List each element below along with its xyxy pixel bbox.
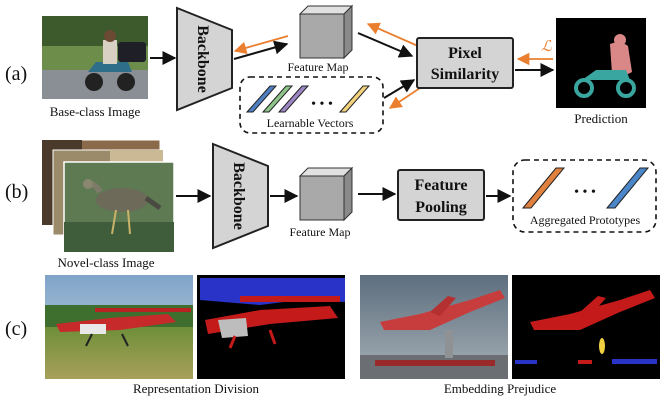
learnable-vectors-box <box>239 76 384 134</box>
vector-blue <box>245 85 278 113</box>
novel-class-image-stack <box>41 139 175 253</box>
arrow-backbone-to-featuremap-a <box>233 40 289 60</box>
backbone-a-label: Backbone <box>194 25 211 93</box>
arrow-vectors-to-similarity <box>383 79 416 99</box>
learnable-vectors <box>245 85 371 113</box>
vector-purple <box>277 85 310 113</box>
feature-pooling-line1: Feature <box>414 177 467 194</box>
base-class-image <box>42 16 148 99</box>
orange-arrow-backbone-featuremap-a <box>233 35 289 54</box>
aggregated-prototypes-box <box>512 159 657 233</box>
feature-map-b-label: Feature Map <box>290 225 351 239</box>
vector-green <box>261 85 294 113</box>
feature-map-cube-a <box>298 4 354 60</box>
panel-label-a: (a) <box>5 63 27 85</box>
panel-label-b: (b) <box>5 181 28 203</box>
loss-symbol: ℒ <box>541 39 553 55</box>
representation-division-caption: Representation Division <box>133 381 260 396</box>
airplane-photo-right <box>360 275 508 379</box>
mask-left <box>197 275 345 379</box>
aggregated-prototypes <box>521 167 650 209</box>
orange-arrow-similarity-featuremap <box>366 22 419 47</box>
pixel-similarity-line1: Pixel <box>448 45 482 62</box>
base-class-image-caption: Base-class Image <box>50 104 141 119</box>
prediction-label: Prediction <box>574 111 628 126</box>
feature-map-a-label: Feature Map <box>288 60 349 74</box>
pixel-similarity-line2: Similarity <box>431 66 499 83</box>
aggregated-prototypes-label: Aggregated Prototypes <box>530 213 641 227</box>
aggregated-prototypes-dots: • • • <box>574 185 596 200</box>
arrow-featuremap-to-similarity <box>357 32 414 58</box>
feature-map-cube-b <box>298 166 354 222</box>
embedding-prejudice-caption: Embedding Prejudice <box>444 381 557 396</box>
feature-pooling-line2: Pooling <box>415 199 467 216</box>
backbone-b: Backbone <box>212 142 269 250</box>
learnable-vectors-label: Learnable Vectors <box>267 116 354 130</box>
panel-label-c: (c) <box>5 318 27 340</box>
pixel-similarity-box: Pixel Similarity <box>416 37 514 89</box>
backbone-b-label: Backbone <box>230 162 247 230</box>
airplane-photo-left <box>45 275 193 379</box>
backbone-a: Backbone <box>176 6 233 112</box>
feature-pooling-box: Feature Pooling <box>397 169 485 221</box>
novel-class-image-caption: Novel-class Image <box>57 255 154 270</box>
learnable-vectors-dots: • • • <box>311 97 333 112</box>
mask-right <box>512 275 660 379</box>
prediction-mask <box>556 18 646 108</box>
prototype-orange <box>521 167 566 209</box>
orange-arrow-similarity-vectors <box>388 87 421 109</box>
prototype-blue <box>605 167 650 209</box>
vector-yellow <box>338 85 371 113</box>
